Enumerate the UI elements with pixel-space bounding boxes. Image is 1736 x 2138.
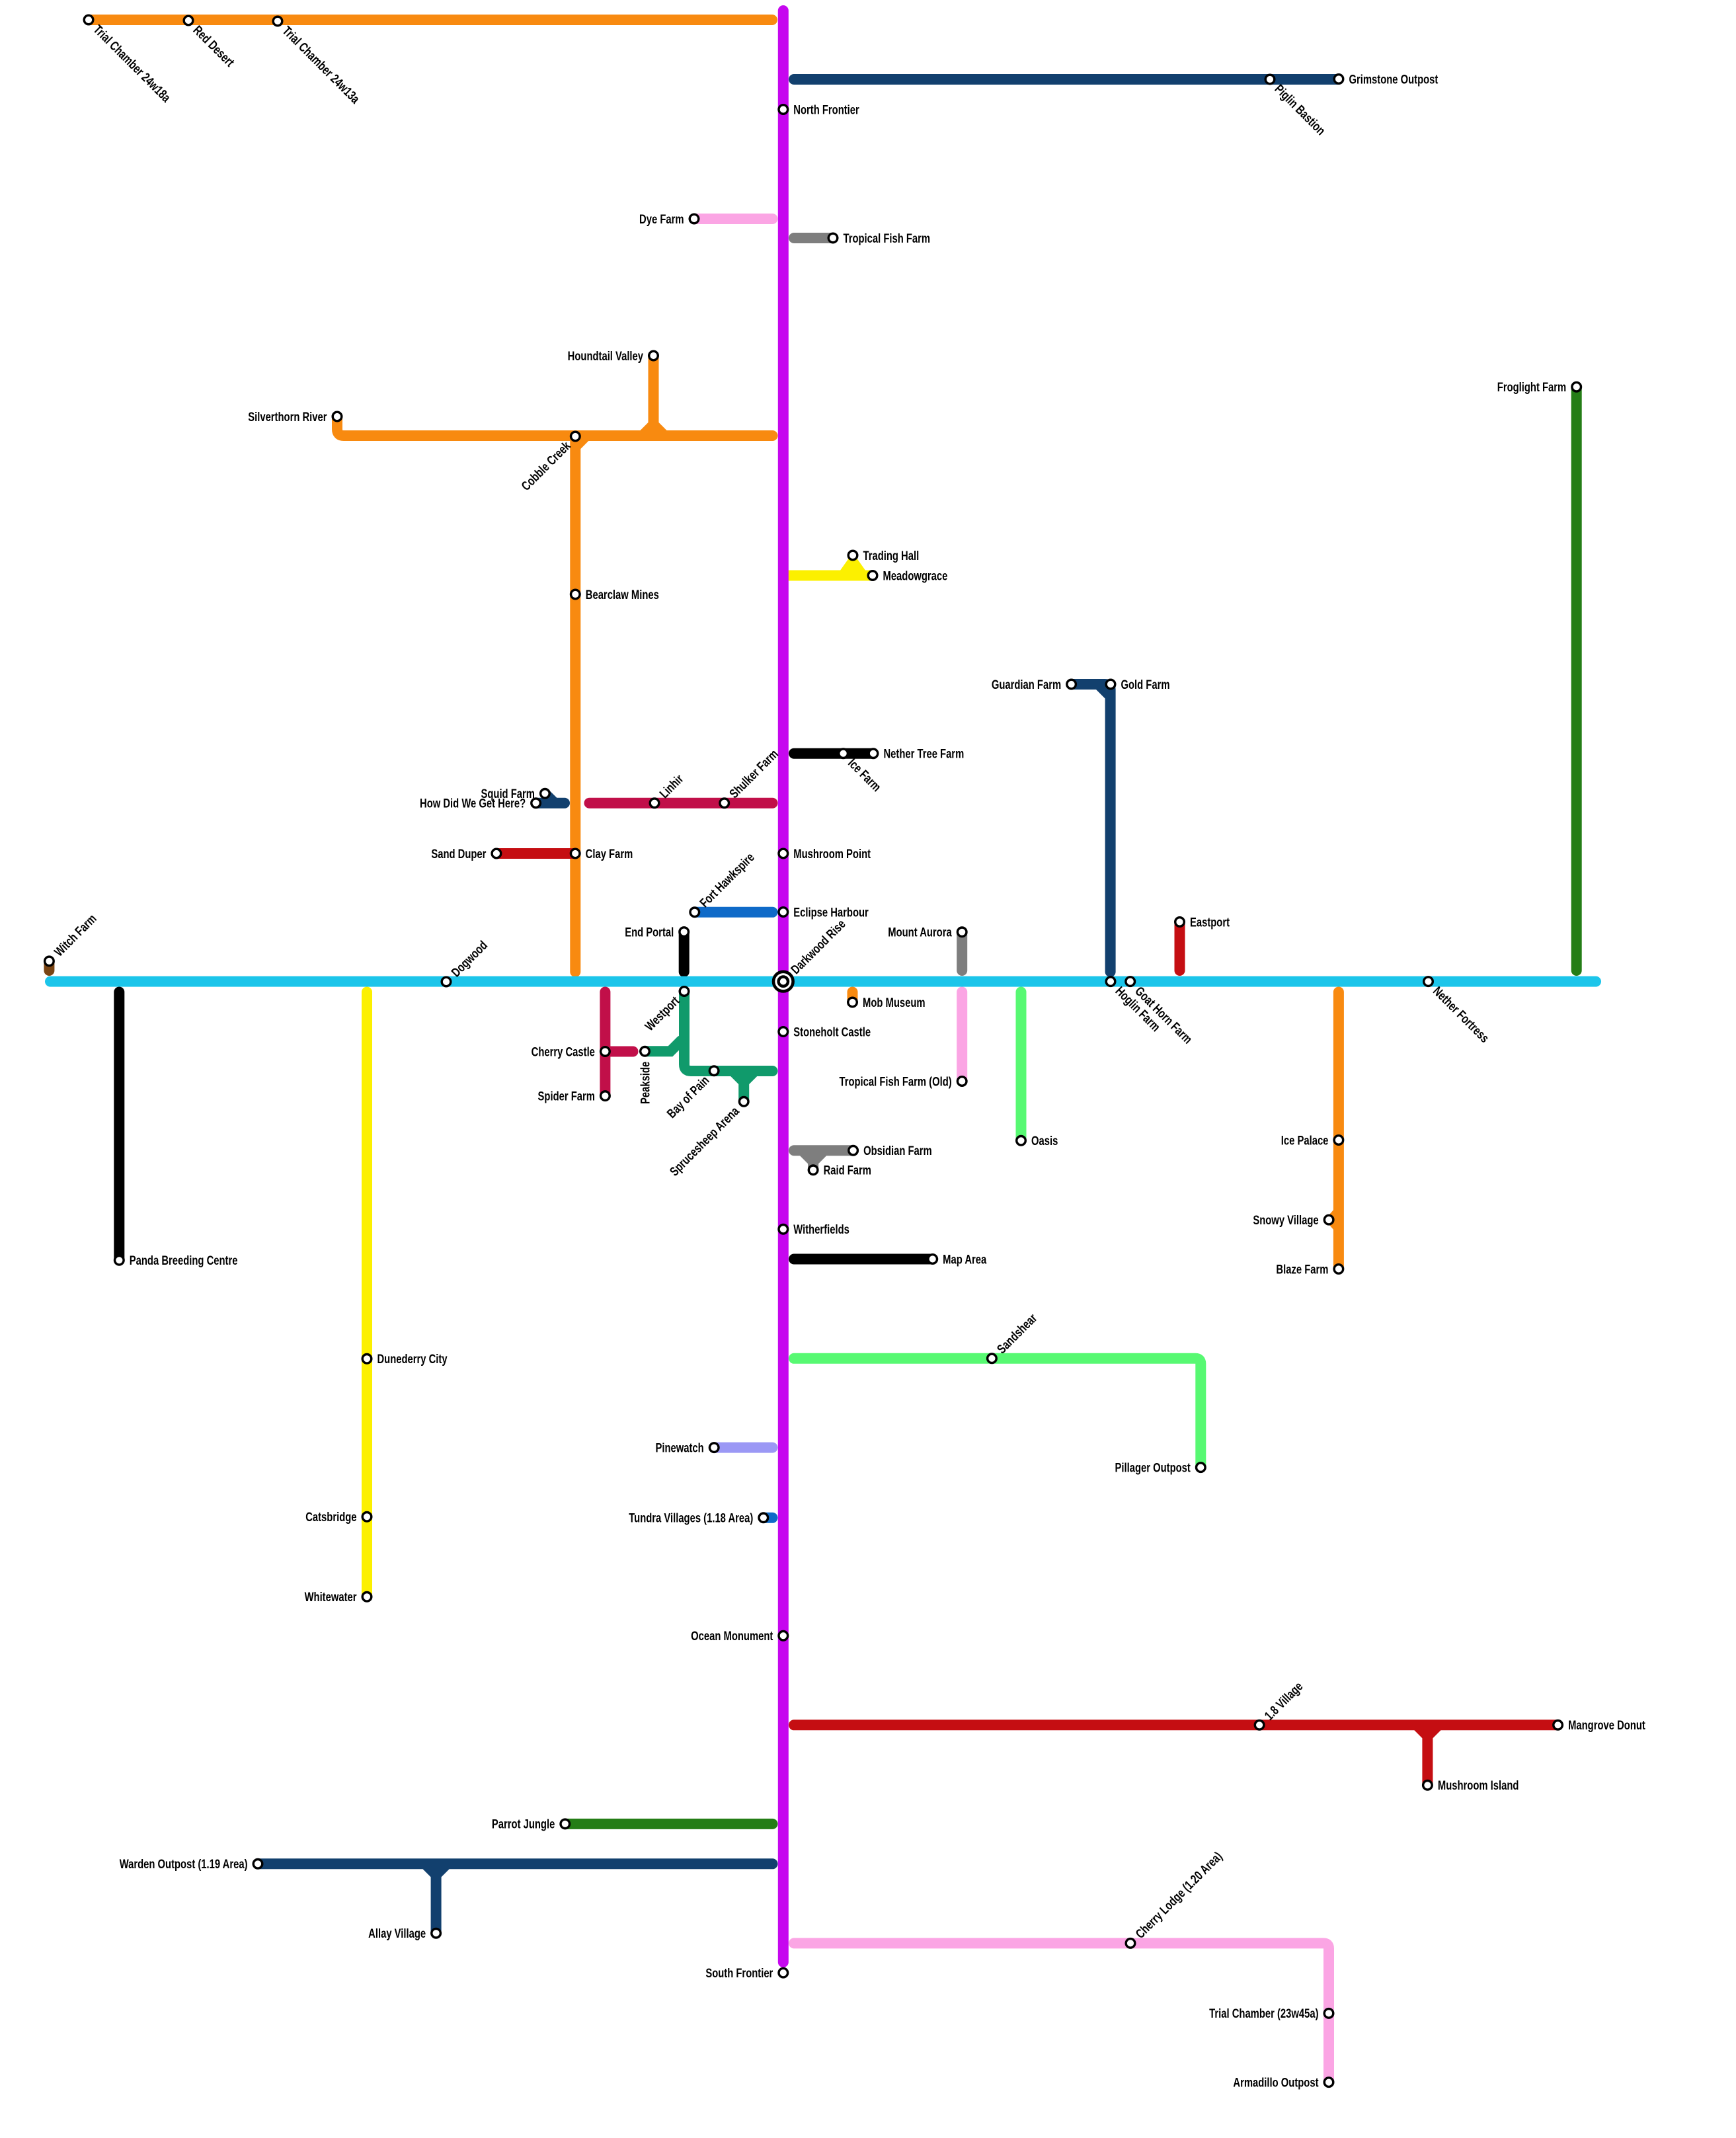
svg-text:Guardian Farm: Guardian Farm (992, 677, 1061, 692)
svg-text:Peakside: Peakside (637, 1061, 652, 1104)
svg-text:Dye Farm: Dye Farm (639, 212, 684, 227)
svg-text:Parrot Jungle: Parrot Jungle (492, 1817, 555, 1832)
svg-text:Mob Museum: Mob Museum (863, 995, 926, 1010)
svg-text:Ice Palace: Ice Palace (1281, 1132, 1329, 1148)
svg-text:South Frontier: South Frontier (705, 1965, 773, 1981)
svg-text:Tropical Fish Farm (Old): Tropical Fish Farm (Old) (839, 1074, 951, 1089)
svg-text:Dunederry City: Dunederry City (377, 1351, 447, 1366)
svg-text:North Frontier: North Frontier (793, 102, 859, 117)
svg-text:Cherry Castle: Cherry Castle (532, 1044, 596, 1059)
svg-text:Panda Breeding Centre: Panda Breeding Centre (130, 1253, 238, 1268)
svg-text:Whitewater: Whitewater (305, 1589, 357, 1604)
svg-text:Squid Farm: Squid Farm (481, 786, 534, 801)
svg-text:Oasis: Oasis (1031, 1133, 1058, 1148)
svg-text:Froglight Farm: Froglight Farm (1497, 379, 1566, 395)
svg-text:Pillager Outpost: Pillager Outpost (1115, 1460, 1191, 1475)
svg-text:Eclipse Harbour: Eclipse Harbour (793, 904, 869, 920)
svg-text:Tropical Fish Farm: Tropical Fish Farm (843, 231, 930, 246)
svg-text:Nether Tree Farm: Nether Tree Farm (883, 746, 964, 761)
svg-text:Mushroom Island: Mushroom Island (1438, 1778, 1519, 1793)
svg-text:Stoneholt Castle: Stoneholt Castle (793, 1024, 871, 1039)
svg-text:Grimstone Outpost: Grimstone Outpost (1349, 71, 1438, 87)
svg-text:Mushroom Point: Mushroom Point (793, 846, 871, 861)
svg-text:Blaze Farm: Blaze Farm (1276, 1261, 1328, 1277)
svg-text:Trading Hall: Trading Hall (863, 548, 919, 563)
svg-text:Ocean Monument: Ocean Monument (691, 1628, 773, 1643)
svg-text:Trial Chamber (23w45a): Trial Chamber (23w45a) (1209, 2006, 1318, 2021)
svg-text:End Portal: End Portal (625, 924, 674, 939)
svg-text:Armadillo Outpost: Armadillo Outpost (1233, 2075, 1318, 2090)
svg-text:How Did We Get Here?: How Did We Get Here? (420, 795, 526, 811)
svg-text:Bearclaw Mines: Bearclaw Mines (586, 587, 659, 602)
svg-text:Mount Aurora: Mount Aurora (888, 925, 952, 940)
svg-text:Eastport: Eastport (1190, 914, 1230, 930)
svg-text:Witherfields: Witherfields (793, 1222, 849, 1237)
svg-text:Tundra Villages (1.18 Area): Tundra Villages (1.18 Area) (629, 1511, 753, 1526)
svg-text:Clay Farm: Clay Farm (586, 846, 633, 861)
svg-text:Warden Outpost (1.19 Area): Warden Outpost (1.19 Area) (120, 1856, 248, 1872)
svg-text:Snowy Village: Snowy Village (1253, 1212, 1319, 1228)
svg-text:Mangrove Donut: Mangrove Donut (1568, 1718, 1645, 1733)
svg-text:Meadowgrace: Meadowgrace (883, 568, 947, 583)
svg-text:Houndtail Valley: Houndtail Valley (568, 348, 644, 364)
svg-text:Map Area: Map Area (943, 1251, 986, 1267)
svg-text:Raid Farm: Raid Farm (824, 1163, 871, 1178)
svg-text:Gold Farm: Gold Farm (1121, 677, 1169, 692)
svg-text:Sand Duper: Sand Duper (431, 846, 486, 861)
svg-text:Obsidian Farm: Obsidian Farm (863, 1143, 932, 1158)
svg-text:Catsbridge: Catsbridge (305, 1509, 357, 1524)
svg-text:Allay Village: Allay Village (368, 1926, 426, 1941)
svg-text:Silverthorn River: Silverthorn River (248, 409, 327, 424)
svg-text:Spider Farm: Spider Farm (538, 1088, 595, 1103)
svg-text:Pinewatch: Pinewatch (655, 1440, 703, 1455)
